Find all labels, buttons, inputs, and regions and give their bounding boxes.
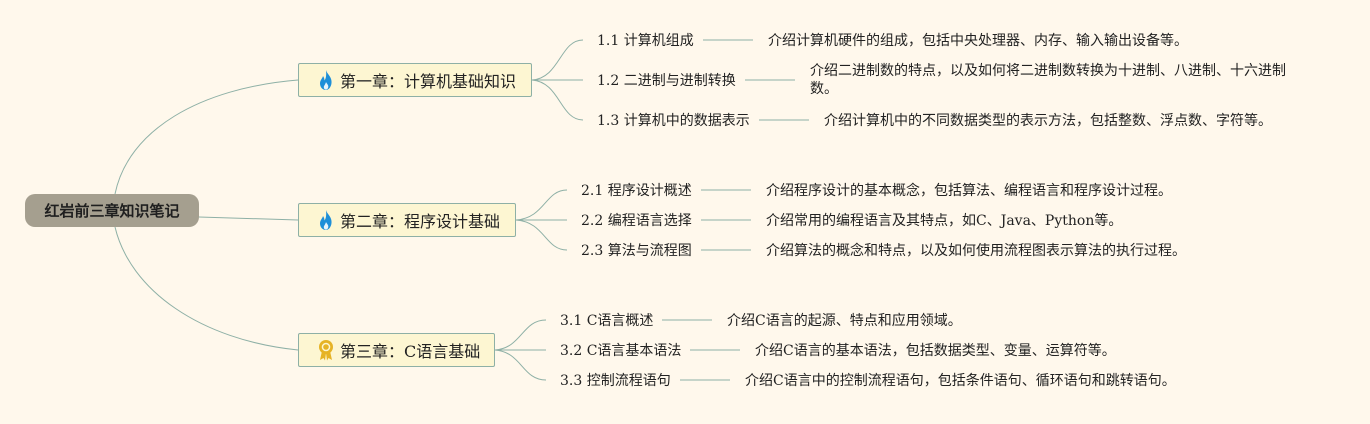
- section-2-3-desc: 介绍算法的概念和特点，以及如何使用流程图表示算法的执行过程。: [766, 243, 1186, 259]
- chapter-1-topic[interactable]: 第一章：计算机基础知识: [298, 63, 532, 97]
- section-1-1[interactable]: 1.1 计算机组成: [597, 33, 694, 49]
- section-3-3-desc: 介绍C语言中的控制流程语句，包括条件语句、循环语句和跳转语句。: [745, 373, 1176, 389]
- section-1-2-desc: 介绍二进制数的特点，以及如何将二进制数转换为十进制、八进制、十六进制数。: [810, 63, 1286, 97]
- root-topic[interactable]: 红岩前三章知识笔记: [25, 194, 199, 227]
- section-2-2-desc: 介绍常用的编程语言及其特点，如C、Java、Python等。: [766, 213, 1123, 229]
- section-3-3[interactable]: 3.3 控制流程语句: [560, 373, 671, 389]
- connector-ch2-s3: [515, 219, 568, 251]
- fire-icon: [316, 209, 336, 231]
- chapter-2-topic[interactable]: 第二章：程序设计基础: [298, 203, 516, 237]
- connector-root-ch3: [114, 226, 299, 351]
- award-ribbon-icon: [316, 339, 336, 361]
- connector-root-ch1: [114, 79, 299, 195]
- section-3-2-desc: 介绍C语言的基本语法，包括数据类型、变量、运算符等。: [755, 343, 1116, 359]
- chapter-2-label: 第二章：程序设计基础: [340, 212, 501, 231]
- chapter-1-label: 第一章：计算机基础知识: [340, 72, 517, 91]
- connector-ch3-s3: [494, 349, 547, 381]
- chapter-3-topic[interactable]: 第三章：C语言基础: [298, 333, 495, 367]
- connector-root-ch2: [198, 216, 299, 221]
- section-2-1-desc: 介绍程序设计的基本概念，包括算法、编程语言和程序设计过程。: [766, 183, 1172, 199]
- section-2-2[interactable]: 2.2 编程语言选择: [581, 213, 692, 229]
- connector-ch1-s1: [531, 39, 584, 81]
- section-1-2[interactable]: 1.2 二进制与进制转换: [597, 73, 736, 89]
- section-1-1-desc: 介绍计算机硬件的组成，包括中央处理器、内存、输入输出设备等。: [768, 33, 1188, 49]
- fire-icon: [316, 69, 336, 91]
- section-3-1[interactable]: 3.1 C语言概述: [560, 313, 654, 329]
- connector-ch2-s1: [515, 189, 568, 221]
- section-1-3-desc: 介绍计算机中的不同数据类型的表示方法，包括整数、浮点数、字符等。: [824, 113, 1272, 129]
- connector-ch3-s1: [494, 319, 547, 351]
- section-1-3[interactable]: 1.3 计算机中的数据表示: [597, 113, 750, 129]
- connector-ch1-s3: [531, 79, 584, 121]
- section-3-1-desc: 介绍C语言的起源、特点和应用领域。: [727, 313, 962, 329]
- section-2-3[interactable]: 2.3 算法与流程图: [581, 243, 692, 259]
- chapter-3-label: 第三章：C语言基础: [340, 342, 481, 361]
- section-3-2[interactable]: 3.2 C语言基本语法: [560, 343, 682, 359]
- section-2-1[interactable]: 2.1 程序设计概述: [581, 183, 692, 199]
